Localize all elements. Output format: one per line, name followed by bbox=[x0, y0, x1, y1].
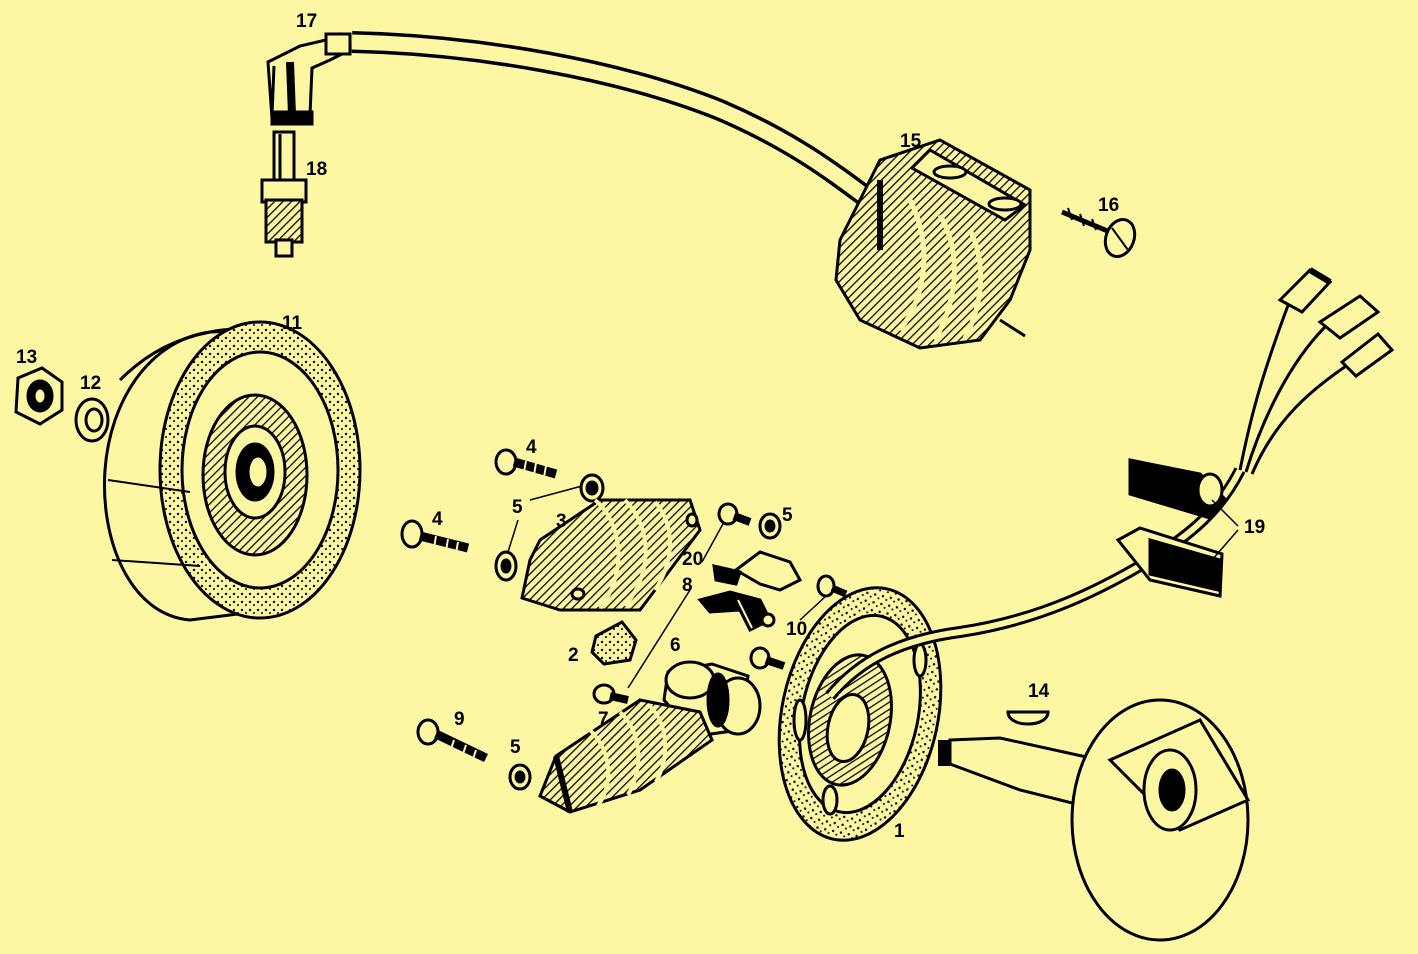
callout-17: 17 bbox=[296, 11, 318, 32]
flywheel-nut bbox=[14, 366, 64, 426]
callout-12: 12 bbox=[80, 373, 102, 394]
callout-6: 6 bbox=[670, 635, 681, 656]
crankshaft bbox=[938, 698, 1251, 942]
grommet-upper bbox=[1128, 458, 1229, 520]
bolt-9 bbox=[416, 718, 488, 763]
spark-plug-cap bbox=[266, 32, 353, 126]
screw-10-lower bbox=[749, 646, 786, 670]
screw-7 bbox=[592, 683, 629, 705]
flywheel-rotor bbox=[102, 320, 362, 622]
contact-breaker bbox=[697, 550, 803, 633]
washer-5-right bbox=[758, 512, 782, 540]
felt-lubricator bbox=[590, 620, 638, 666]
leader-lines bbox=[507, 485, 1239, 689]
washer-5-upper bbox=[579, 473, 605, 503]
spark-plug bbox=[260, 130, 308, 258]
screw-10-upper bbox=[816, 574, 848, 598]
woodruff-key bbox=[1006, 710, 1050, 726]
grommet-lower bbox=[1115, 526, 1224, 598]
callout-5-upper: 5 bbox=[512, 497, 523, 518]
callout-13: 13 bbox=[16, 347, 38, 368]
ignition-coil bbox=[834, 138, 1032, 350]
callout-20: 20 bbox=[682, 549, 704, 570]
callout-18: 18 bbox=[306, 159, 328, 180]
washer-5-lower bbox=[508, 763, 532, 791]
screw-20 bbox=[717, 502, 752, 526]
callout-5-lower: 5 bbox=[510, 737, 521, 758]
ht-lead-cable bbox=[351, 31, 877, 209]
callout-14: 14 bbox=[1028, 681, 1050, 702]
callout-9: 9 bbox=[454, 709, 465, 730]
callout-1: 1 bbox=[894, 821, 905, 842]
terminal-connector-3 bbox=[1339, 331, 1395, 378]
flywheel-washer bbox=[74, 397, 110, 443]
lower-coil bbox=[538, 698, 714, 814]
callout-2: 2 bbox=[568, 645, 579, 666]
callout-7: 7 bbox=[598, 709, 609, 730]
callout-8: 8 bbox=[682, 575, 693, 596]
washer-5-left bbox=[494, 550, 518, 582]
terminal-connector-1 bbox=[1277, 267, 1333, 314]
callout-11: 11 bbox=[282, 313, 303, 334]
callout-4-upper: 4 bbox=[526, 437, 537, 458]
callout-16: 16 bbox=[1098, 195, 1120, 216]
callout-5-right: 5 bbox=[782, 505, 793, 526]
callout-4-lower: 4 bbox=[432, 509, 443, 530]
bolt-upper bbox=[494, 448, 558, 479]
callout-15: 15 bbox=[900, 131, 922, 152]
stator-base-plate bbox=[777, 586, 943, 842]
bolt-lower bbox=[400, 519, 470, 554]
callout-19: 19 bbox=[1244, 517, 1266, 538]
callout-3: 3 bbox=[556, 511, 567, 532]
terminal-connector-2 bbox=[1317, 294, 1381, 340]
lighting-coil bbox=[520, 498, 702, 612]
lead-harness bbox=[825, 299, 1353, 700]
coil-screw bbox=[1061, 207, 1137, 258]
callout-10: 10 bbox=[786, 619, 808, 640]
